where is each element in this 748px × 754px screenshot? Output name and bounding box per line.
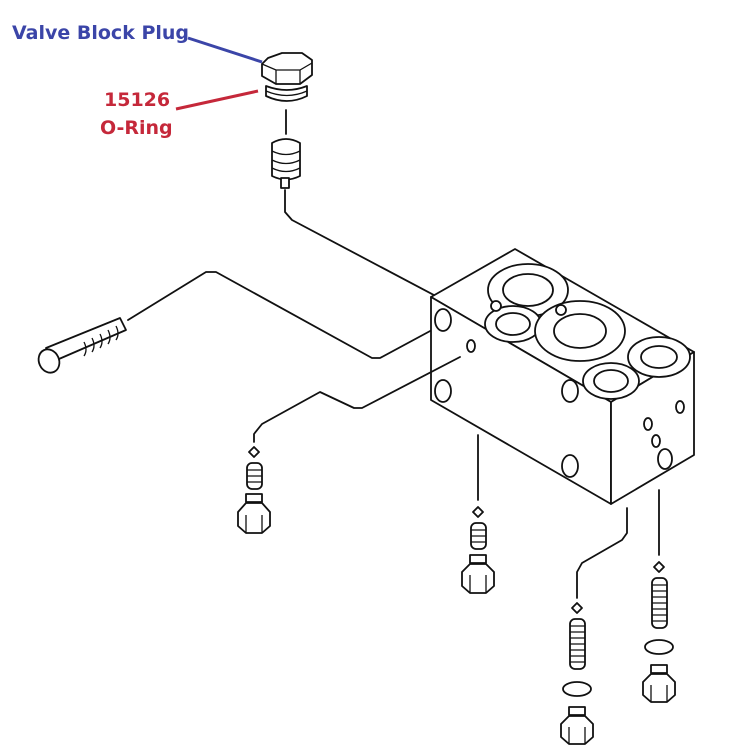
oring-15126[interactable]: [265, 85, 308, 102]
middle-check-ball[interactable]: [472, 506, 484, 518]
far-right-check-ball[interactable]: [653, 561, 665, 573]
left-hex-plug[interactable]: [237, 493, 271, 534]
valve-block[interactable]: [430, 248, 695, 505]
center-right-leader-line: [576, 507, 628, 599]
valve-block-plug-label: Valve Block Plug: [12, 22, 190, 44]
left-check-ball[interactable]: [248, 446, 260, 458]
center-right-oring[interactable]: [562, 681, 592, 697]
oring-name-label: O-Ring: [100, 117, 173, 139]
center-right-spring[interactable]: [569, 618, 586, 670]
screw-leader-line: [127, 271, 446, 359]
spool-leader-line: [284, 189, 501, 331]
center-right-hex-plug[interactable]: [560, 706, 594, 745]
cap-screw[interactable]: [35, 317, 127, 376]
oring-leader-line: [175, 89, 259, 111]
middle-spring[interactable]: [470, 522, 487, 550]
middle-hex-plug[interactable]: [461, 554, 495, 594]
far-right-hex-plug[interactable]: [642, 664, 676, 703]
oring-part-number-label: 15126: [104, 89, 171, 111]
left-plug-leader-line: [253, 356, 461, 443]
far-right-spring[interactable]: [651, 577, 668, 629]
plug-leader-line: [187, 36, 263, 64]
far-right-oring[interactable]: [644, 639, 674, 655]
center-right-check-ball[interactable]: [571, 602, 583, 614]
left-spring[interactable]: [246, 462, 263, 490]
valve-block-plug[interactable]: [261, 52, 313, 85]
poppet-spool[interactable]: [271, 138, 301, 189]
